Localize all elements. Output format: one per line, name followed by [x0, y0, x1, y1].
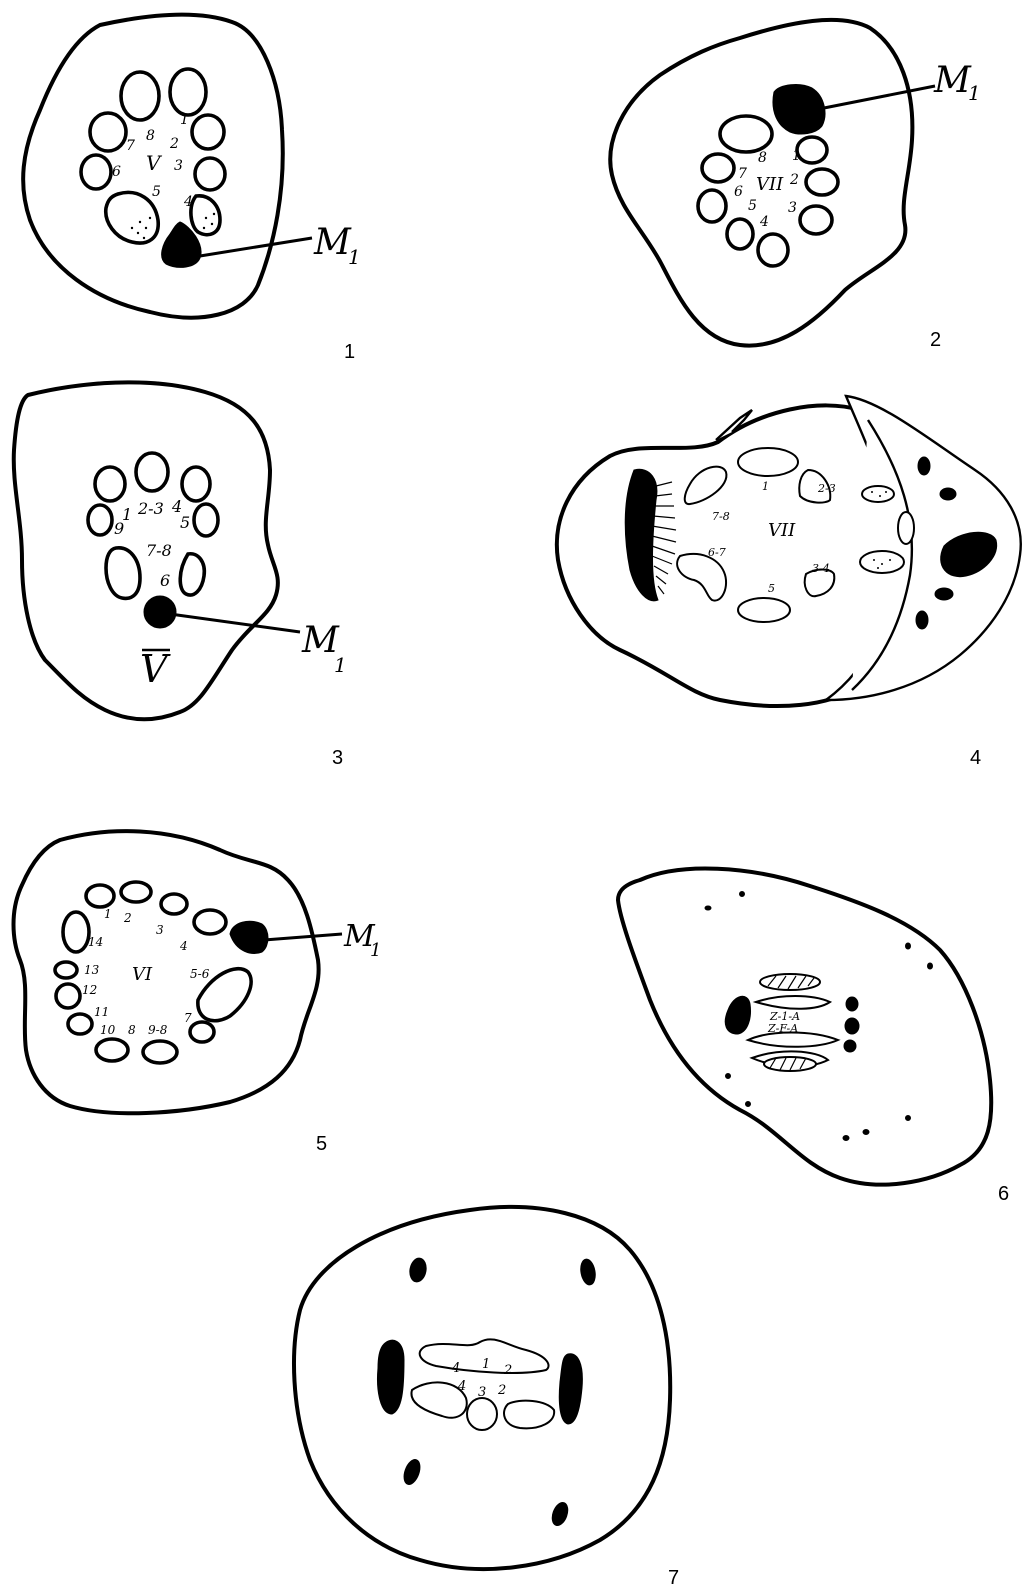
trace-label: 4	[457, 1379, 466, 1394]
figure-4: 1 2-3 3-4 5 6-7 7-8 VII 4	[557, 396, 1021, 769]
roman-numeral-label: V	[146, 151, 163, 175]
trace-label: 3	[174, 158, 183, 174]
marker-label: M	[933, 60, 972, 101]
trace-label: 9	[114, 519, 124, 538]
trace-label: 3	[478, 1385, 486, 1400]
trace-label: 5	[180, 513, 190, 532]
figure-number: 6	[998, 1183, 1009, 1205]
figure-number: 5	[316, 1133, 327, 1155]
trace-label: 1	[104, 907, 112, 921]
trace-label: 2	[789, 172, 799, 188]
trace-label: 9-8	[148, 1023, 168, 1037]
figure-number: 7	[668, 1567, 679, 1588]
trace-label: 5	[748, 198, 757, 214]
trace-label: 2	[497, 1383, 506, 1398]
trace-label: 1	[792, 148, 801, 164]
trace-label: 2	[169, 136, 179, 152]
trace-label: 7	[738, 166, 747, 182]
trace-label: 8	[128, 1023, 136, 1037]
figure-number: 2	[930, 329, 941, 351]
marker-subscript: 1	[334, 653, 347, 677]
trace-label: 7-8	[712, 510, 730, 523]
trace-label: 6	[734, 184, 743, 200]
trace-label: 7	[184, 1011, 192, 1025]
trace-label: 7-8	[146, 541, 172, 560]
trace-label: 4	[183, 194, 193, 210]
hatched-bundle	[764, 1057, 816, 1071]
figure-2: M 1 1 2 3 4 5 6 7 8 VII 2	[610, 20, 980, 351]
solid-marker-m1	[144, 596, 176, 628]
figure-number: 4	[970, 747, 981, 769]
trace-label: 13	[84, 963, 100, 977]
trace-label: 10	[100, 1023, 116, 1037]
figure-1: 1 2 3 4 5 6 7 8 V M 1 1	[23, 15, 361, 363]
trace-label: 5	[152, 184, 161, 200]
trace-label: 2	[503, 1363, 512, 1378]
trace-label: 2-3	[817, 482, 836, 495]
marker-subscript: 1	[370, 940, 381, 961]
trace-label: 8	[146, 128, 155, 144]
figure-7: 4 1 2 4 3 2 7	[294, 1207, 679, 1588]
trace-label: 8	[758, 150, 767, 166]
trace-label: 12	[82, 983, 97, 997]
marker-subscript: 1	[348, 245, 361, 269]
figure-5: M 1 1 2 3 4 5-6 7 9-8 10 11 12	[14, 831, 382, 1155]
trace-label: 11	[94, 1005, 109, 1019]
trace-label: 4	[759, 214, 769, 230]
roman-numeral-label: VII	[768, 520, 796, 541]
marker-subscript: 1	[968, 81, 981, 105]
trace-label: 2-3	[137, 499, 164, 518]
trace-label: 7	[126, 138, 135, 154]
trace-label: 3	[788, 200, 797, 216]
trace-label: 5	[768, 582, 775, 595]
trace-label: 4	[179, 939, 188, 953]
trace-label: 2	[123, 911, 132, 925]
trace-label: 6	[112, 164, 121, 180]
marker-label: M	[313, 222, 352, 263]
roman-numeral-label: V	[140, 647, 171, 691]
trace-label: 14	[88, 935, 103, 949]
trace-label: 1	[482, 1357, 490, 1372]
trace-label: 1	[762, 480, 769, 493]
figure-6: Z-1-A Z-F-A 6	[618, 869, 1009, 1205]
trace-label: 1	[180, 112, 189, 128]
hatched-bundle	[760, 974, 820, 990]
roman-numeral-label: VII	[756, 174, 784, 195]
trace-label: 5-6	[190, 967, 210, 981]
trace-label: Z-F-A	[767, 1022, 798, 1035]
trace-label: 6-7	[708, 546, 726, 559]
trace-label: 3-4	[812, 562, 830, 575]
roman-numeral-label: VI	[132, 964, 153, 985]
trace-label: 4	[451, 1361, 460, 1376]
trace-label: 3	[156, 923, 164, 937]
stem-cross-section-outline	[618, 869, 991, 1185]
figure-number: 1	[344, 341, 355, 363]
figure-number: 3	[332, 747, 343, 769]
figure-3: 1 2-3 4 5 6 7-8 9 M 1 V 3	[14, 382, 347, 769]
trace-label: 6	[160, 571, 170, 590]
